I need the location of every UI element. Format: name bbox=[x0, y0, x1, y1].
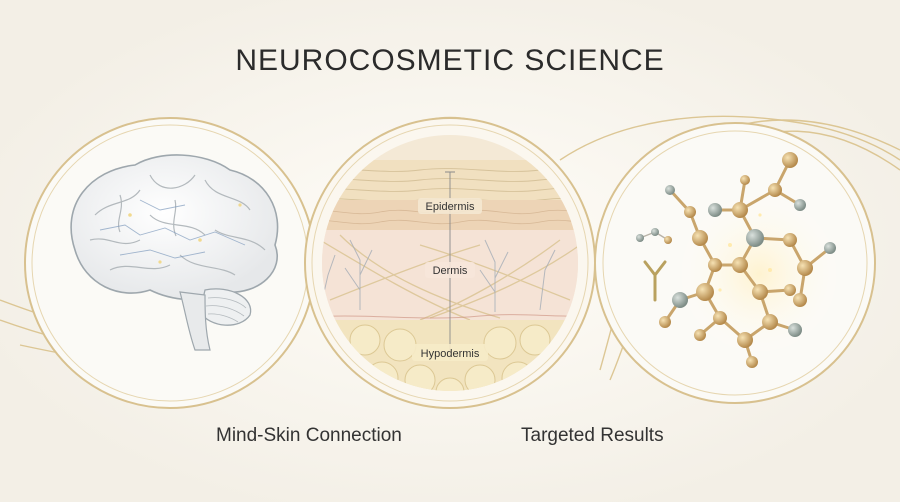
dermis-label: Dermis bbox=[433, 265, 468, 277]
caption-mind-skin: Mind-Skin Connection bbox=[216, 425, 402, 446]
molecule-icon bbox=[636, 152, 840, 368]
page-title: NEUROCOSMETIC SCIENCE bbox=[235, 44, 665, 77]
hypodermis-label: Hypodermis bbox=[421, 348, 480, 360]
brain-icon bbox=[70, 154, 279, 351]
caption-targeted-results: Targeted Results bbox=[521, 425, 664, 446]
epidermis-label: Epidermis bbox=[426, 201, 475, 213]
